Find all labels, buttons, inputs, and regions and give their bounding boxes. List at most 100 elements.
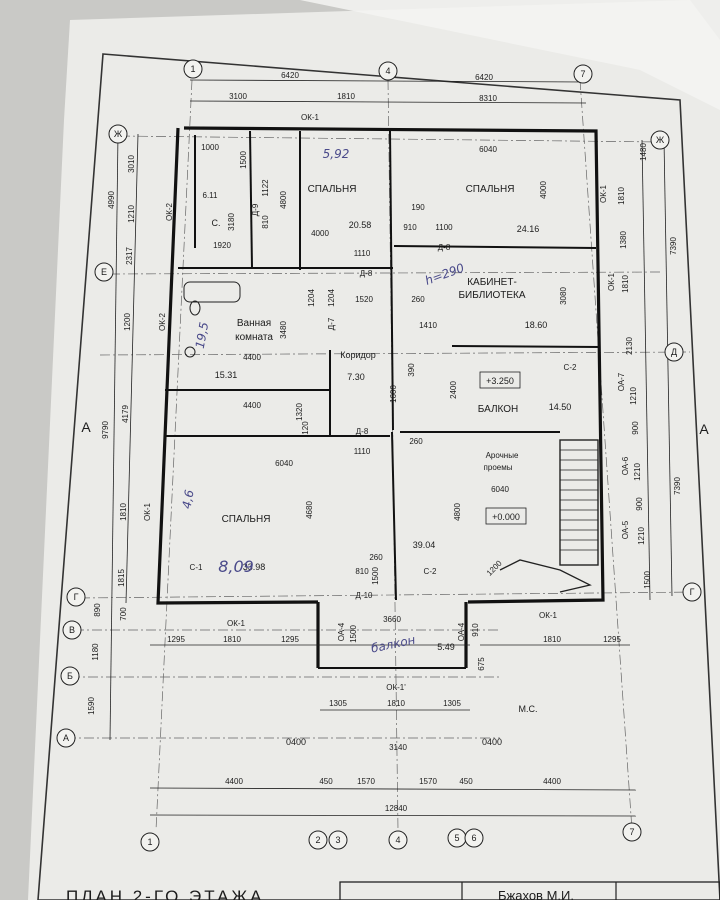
dim-r2-1: 1810: [617, 187, 626, 205]
dim-in-a: 1000: [201, 143, 219, 152]
dim-bc-2: 1305: [443, 699, 461, 708]
plan-group: [56, 59, 702, 852]
label-ok1-br: ОК-1: [539, 611, 558, 620]
axis-2-bottom: 2: [315, 835, 320, 845]
room-bed2-name: СПАЛЬНЯ: [466, 184, 515, 195]
room-labels: СПАЛЬНЯ 20.58 СПАЛЬНЯ 24.16 КАБИНЕТ- БИБ…: [203, 184, 572, 652]
bath-fixtures: [183, 281, 241, 358]
dim-br-5: 4400: [543, 777, 561, 786]
label-d8-b: Д-8: [360, 269, 373, 278]
axis-4-bottom: 4: [395, 835, 400, 845]
dim-in-an: 1500: [349, 625, 358, 643]
dim-top2-a: 3100: [229, 92, 247, 101]
section-a-right: А: [699, 421, 709, 437]
dim-in-ao: 910: [471, 623, 480, 637]
dim-br-2: 1570: [357, 777, 375, 786]
label-c2-bottom: С-2: [424, 567, 437, 576]
label-ok1-right-a: ОК-1: [599, 184, 608, 203]
room-office-name-1: КАБИНЕТ-: [467, 277, 517, 288]
dim-l2-0: 3010: [127, 155, 136, 173]
room-bath-name-1: Ванная: [237, 318, 271, 329]
dim-in-e: 4800: [279, 191, 288, 209]
dim-r2-9: 1210: [637, 527, 646, 545]
label-oa4-a: ОА-4: [337, 622, 346, 641]
dim-in-ag: 6040: [491, 485, 509, 494]
arches-label-2: проемы: [484, 463, 513, 472]
dim-in-ai: 260: [369, 553, 383, 562]
label-ok1-left-side: ОК-1: [143, 502, 152, 521]
room-office-name-2: БИБЛИОТЕКА: [458, 290, 525, 301]
label-d9: Д-9: [251, 203, 260, 216]
label-ms: М.С.: [519, 704, 538, 714]
dim-in-f: 1920: [213, 241, 231, 250]
dim-r2-3: 1810: [621, 275, 630, 293]
dim-top1-b: 6420: [475, 73, 493, 82]
dim-l2-5: 1810: [119, 503, 128, 521]
room-bath-name-2: комната: [235, 332, 273, 343]
section-a-left: А: [81, 419, 91, 435]
axis-e-left: Е: [101, 267, 107, 277]
dim-in-n: 1110: [354, 249, 371, 258]
dim-in-u: 3480: [279, 321, 288, 339]
label-c2-right: С-2: [564, 363, 577, 372]
hand-note-3: 4,6: [180, 488, 197, 510]
dim-top2-c: 8310: [479, 94, 497, 103]
label-c1: С-1: [190, 563, 203, 572]
room-bath-area: 15.31: [215, 370, 238, 380]
dim-in-ac: 1110: [354, 447, 371, 456]
room-hall-area: 39.04: [413, 540, 436, 550]
dim-in-ab: 1600: [389, 385, 398, 403]
dim-in-i: 6040: [479, 145, 497, 154]
dim-in-ad: 260: [409, 437, 423, 446]
dim-in-h: 4000: [311, 229, 329, 238]
dim-in-ae: 6040: [275, 459, 293, 468]
axis-d-right: Д: [671, 347, 677, 357]
dim-bi-2: 1295: [281, 635, 299, 644]
dim-l1-0: 4990: [107, 191, 116, 209]
dim-br-0: 4400: [225, 777, 243, 786]
dim-l2-4: 4179: [121, 405, 130, 423]
dim-in-ak: 1500: [371, 567, 380, 585]
stamp-frame: [339, 881, 720, 900]
dim-in-l: 910: [403, 223, 417, 232]
dim-total: 12840: [385, 804, 408, 813]
dim-l1-1: 9790: [101, 421, 110, 439]
dim-in-m: 1100: [435, 223, 453, 232]
arches-label-1: Арочные: [486, 451, 519, 460]
dim-in-ah: 4800: [453, 503, 462, 521]
dim-in-aa: 120: [301, 421, 310, 435]
axis-3-bottom: 3: [335, 835, 340, 845]
dim-in-af: 4680: [305, 501, 314, 519]
dim-in-g: 810: [261, 215, 270, 229]
dim-top2-b: 1810: [337, 92, 355, 101]
dim-r2-10: 1500: [643, 571, 652, 589]
room-corridor-name: Коридор: [340, 350, 376, 360]
axis-1-top: 1: [190, 64, 195, 74]
dim-ll-1: 1180: [91, 643, 100, 661]
axis-7-top: 7: [580, 69, 585, 79]
room-balcony2-area: 5.49: [437, 642, 455, 652]
dim-br-3: 1570: [419, 777, 437, 786]
dim-br-4: 450: [459, 777, 473, 786]
level-upper-box: [479, 371, 521, 389]
label-ok2-b: ОК-2: [158, 312, 167, 331]
dim-in-ap: 675: [477, 657, 486, 671]
dim-in-v: 4400: [243, 353, 261, 362]
dim-bi-0: 1295: [167, 635, 185, 644]
level-lower-box: [485, 507, 527, 525]
dim-l2-3: 1200: [123, 313, 132, 331]
dim-l2-2: 2317: [125, 247, 134, 265]
top-dims: 6420 6420 3100 1810 8310: [229, 71, 497, 103]
dim-in-q: 1520: [355, 295, 373, 304]
dim-3140: 3140: [389, 743, 407, 752]
paper-sheet: [28, 0, 720, 900]
dim-r2-8: 900: [635, 497, 644, 511]
hand-note-2: 19,5: [193, 321, 211, 350]
dim-r2-7: 1210: [633, 463, 642, 481]
interior-walls: [165, 130, 601, 601]
label-oa4-b: ОА-4: [457, 622, 466, 641]
author-name: Бжахов М.И.: [498, 888, 574, 900]
label-oa7: ОА-7: [617, 372, 626, 391]
dim-bc-1: 1810: [387, 699, 405, 708]
